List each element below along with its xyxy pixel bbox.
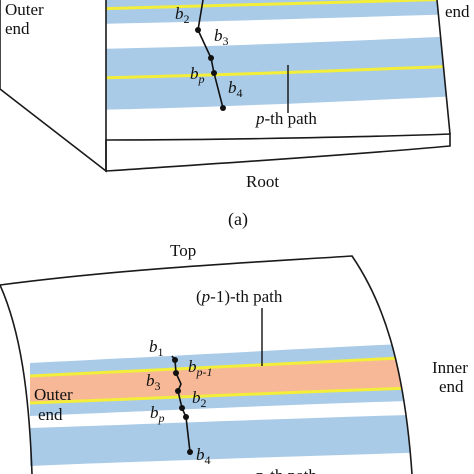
panel-b-left-face	[0, 284, 33, 474]
panel-b-bottom-path-label: p-th path	[256, 466, 317, 474]
panel-b-path-line-lower	[29, 385, 412, 405]
panel-a-curved-edge	[436, 0, 451, 135]
panel-b-label-bp-1: bp-1	[188, 357, 213, 379]
panel-b-inner-label-2: end	[439, 377, 464, 396]
panel-a: Outer end end b2 b3 bp b4 p-th path Root…	[0, 0, 470, 230]
panel-b-point-bp-1	[173, 370, 179, 376]
panel-a-label-bp: bp	[190, 64, 205, 86]
panel-a-point-bp	[211, 70, 217, 76]
panel-a-left-face	[0, 0, 107, 173]
panel-b-label-bp: bp	[150, 403, 165, 425]
panel-a-point-b3	[208, 55, 214, 61]
panel-a-point-b4	[220, 105, 226, 111]
panel-a-outer-label-1: Outer	[5, 0, 44, 19]
panel-b-path-label: (p-1)-th path	[196, 287, 283, 306]
panel-b-point-b3	[175, 388, 181, 394]
panel-a-label-b2: b2	[175, 4, 190, 26]
panel-b-label-b2: b2	[192, 388, 207, 410]
panel-a-outer-label-2: end	[5, 19, 30, 38]
panel-b-outer-label-1: Outer	[34, 385, 73, 404]
panel-b-label-b4: b4	[196, 445, 211, 467]
panel-b-label-b1: b1	[149, 337, 164, 359]
panel-b-point-b1	[172, 357, 178, 363]
panel-b: Top (p-1)-th path b1 bp-1 b3 b2 bp b4 Ou…	[0, 241, 468, 474]
panel-a-label-b3: b3	[214, 26, 229, 48]
panel-b-path-line-upper	[29, 354, 412, 378]
panel-a-path-line-top	[106, 0, 450, 11]
panel-b-outline	[0, 255, 413, 474]
panel-a-root-label: Root	[246, 172, 279, 191]
panel-b-band-orange	[30, 356, 412, 403]
panel-a-point-b2	[195, 27, 201, 33]
panel-a-bottom-edge	[105, 133, 451, 172]
panel-b-inner-label-1: Inner	[432, 358, 468, 377]
panel-b-label-b3: b3	[146, 371, 161, 393]
panel-a-inner-label-2: end	[445, 2, 470, 21]
panel-b-point-bp	[183, 414, 189, 420]
panel-a-bands	[106, 0, 450, 110]
panel-a-caption: (a)	[228, 209, 248, 230]
panel-b-point-b4	[187, 449, 193, 455]
panel-a-path-label: p-th path	[255, 109, 317, 128]
panel-a-label-b4: b4	[228, 78, 243, 100]
panel-b-bands	[29, 342, 412, 466]
panel-b-point-b2	[179, 405, 185, 411]
panel-b-outer-label-2: end	[38, 405, 63, 424]
panel-a-path-line-p	[106, 64, 450, 80]
panel-b-top-label: Top	[170, 241, 196, 260]
panel-b-band-lower-blue	[30, 414, 412, 466]
